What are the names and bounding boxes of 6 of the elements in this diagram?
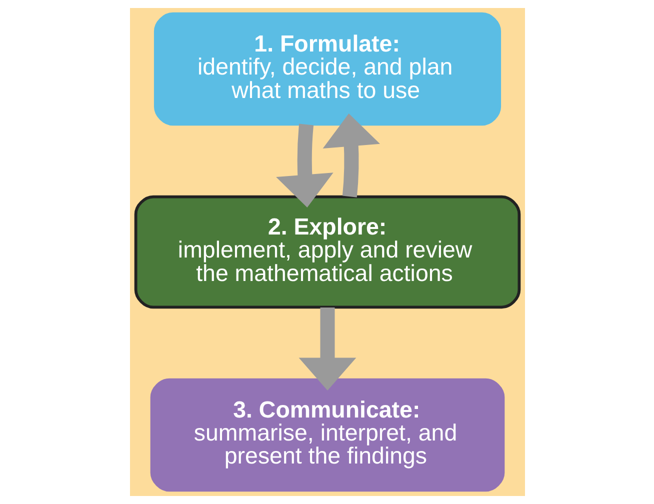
arrow bbox=[322, 114, 380, 198]
arrow bbox=[298, 307, 356, 391]
arrow bbox=[276, 124, 333, 208]
node-box: 3. Communicate: summarise, interpret, and present the findings bbox=[150, 378, 504, 492]
node-box: 1. Formulate: identify, decide, and plan what maths to use bbox=[153, 12, 501, 126]
node-box: 2. Explore: implement, apply and review the mathematical actions bbox=[134, 195, 520, 309]
